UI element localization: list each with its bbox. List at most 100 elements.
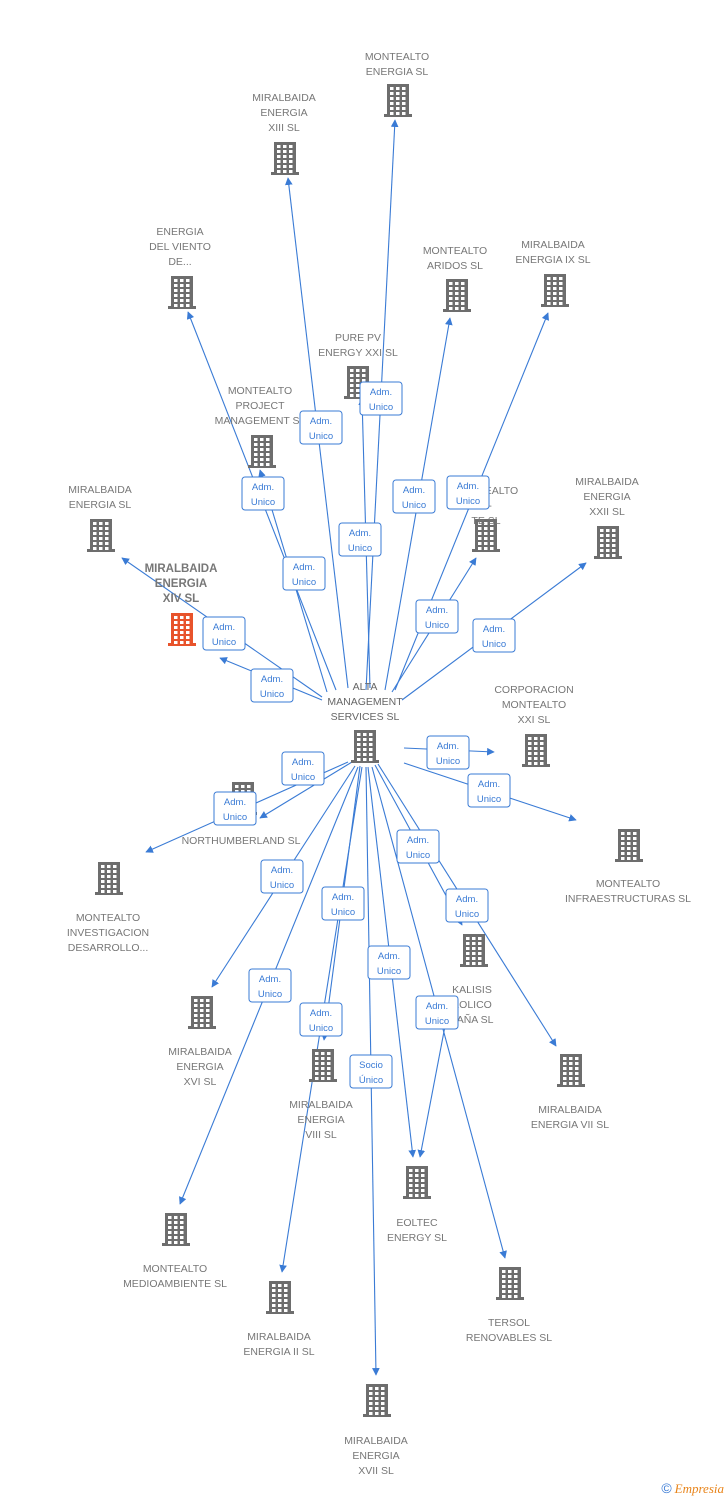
role-label-box[interactable]: Adm.Unico xyxy=(241,476,285,511)
role-type-text: Adm. xyxy=(437,741,459,752)
building-icon-miralbaida-ii[interactable] xyxy=(266,1281,294,1314)
role-label-box[interactable]: Adm.Unico xyxy=(213,791,257,826)
role-scope-text: Unico xyxy=(260,689,284,700)
role-type-text: Adm. xyxy=(261,674,283,685)
role-type-text: Adm. xyxy=(403,485,425,496)
building-icon-montealto-infra[interactable] xyxy=(615,829,643,862)
building-icon-montealto-hidden[interactable] xyxy=(472,519,500,552)
role-label-box[interactable]: Adm. Unico xyxy=(467,773,511,808)
brand-name: Empresia xyxy=(674,1481,724,1496)
role-label-box[interactable]: Adm.Unico xyxy=(445,888,489,923)
role-label-box[interactable]: Adm.Unico xyxy=(260,859,304,894)
role-type-text: Adm. xyxy=(478,779,500,790)
building-icon-montealto-energia[interactable] xyxy=(384,84,412,117)
role-type-text: Adm. xyxy=(213,622,235,633)
role-type-text: Adm. xyxy=(259,974,281,985)
footer-brand[interactable]: ©Empresia xyxy=(661,1480,724,1497)
role-scope-text: Unico xyxy=(331,907,355,918)
role-label-box[interactable]: Adm.Unico xyxy=(415,995,459,1030)
node-label-northumberland: NORTHUMBERLAND SL xyxy=(182,835,301,847)
role-type-text: Adm. xyxy=(349,528,371,539)
building-icon-kalisis[interactable] xyxy=(460,934,488,967)
role-scope-text: Unico xyxy=(482,639,506,650)
building-icon-miralbaida-energia[interactable] xyxy=(87,519,115,552)
role-type-text: Adm. xyxy=(224,797,246,808)
role-type-text: Socio xyxy=(359,1060,383,1071)
role-label-box[interactable]: Adm.Unico xyxy=(321,886,365,921)
role-label-box[interactable]: Adm. Unico xyxy=(396,829,440,864)
center-building-icon[interactable] xyxy=(351,730,379,763)
role-label-box[interactable]: Adm.Unico xyxy=(367,945,411,980)
building-icon-miralbaida-vii[interactable] xyxy=(557,1054,585,1087)
role-scope-text: Unico xyxy=(406,850,430,861)
role-label-box[interactable]: Adm.Unico xyxy=(472,618,516,653)
role-scope-text: Unico xyxy=(291,772,315,783)
building-icon-tersol[interactable] xyxy=(496,1267,524,1300)
role-label-box[interactable]: Adm. Unico xyxy=(299,1002,343,1037)
building-icon-miralbaida-viii[interactable] xyxy=(309,1049,337,1082)
building-icon-miralbaida-xiii[interactable] xyxy=(271,142,299,175)
role-scope-text: Unico xyxy=(270,880,294,891)
role-scope-text: Unico xyxy=(402,500,426,511)
building-icon-montealto-investigacion[interactable] xyxy=(95,862,123,895)
role-type-text: Adm. xyxy=(407,835,429,846)
role-scope-text: Unico xyxy=(292,577,316,588)
role-scope-text: Unico xyxy=(369,402,393,413)
edge-northumberland xyxy=(259,761,353,819)
building-icon-miralbaida-xvi[interactable] xyxy=(188,996,216,1029)
role-type-text: Adm. xyxy=(370,387,392,398)
role-label-box[interactable]: Adm. Unico xyxy=(202,616,246,651)
role-type-text: Adm. xyxy=(310,416,332,427)
building-icon-montealto-project[interactable] xyxy=(248,435,276,468)
building-icon-eoltec[interactable] xyxy=(403,1166,431,1199)
role-labels-layer: Adm.UnicoAdm.UnicoAdm.UnicoAdm.UnicoAdm.… xyxy=(202,381,516,1089)
building-icon-corporacion[interactable] xyxy=(522,734,550,767)
role-label-box[interactable]: Adm. Unico xyxy=(359,381,403,416)
role-label-box[interactable]: Adm.Unico xyxy=(281,751,325,786)
role-label-box[interactable]: Adm.Unico xyxy=(338,522,382,557)
building-icon-miralbaida-ix[interactable] xyxy=(541,274,569,307)
role-label-box[interactable]: Adm.Unico xyxy=(415,599,459,634)
role-type-text: Adm. xyxy=(293,562,315,573)
role-scope-text: Unico xyxy=(456,496,480,507)
role-scope-text: Unico xyxy=(212,637,236,648)
building-icon-miralbaida-xvii[interactable] xyxy=(363,1384,391,1417)
role-scope-text: Unico xyxy=(425,1016,449,1027)
role-label-box[interactable]: Adm. Unico xyxy=(392,479,436,514)
building-icon-miralbaida-xxii[interactable] xyxy=(594,526,622,559)
role-label-box[interactable]: Adm. Unico xyxy=(250,668,294,703)
role-type-text: Adm. xyxy=(310,1008,332,1019)
role-scope-text: Unico xyxy=(309,1023,333,1034)
role-scope-text: Unico xyxy=(377,966,401,977)
role-label-box[interactable]: Adm.Unico xyxy=(299,410,343,445)
building-icon-montealto-medio[interactable] xyxy=(162,1213,190,1246)
building-icon-miralbaida-xiv[interactable] xyxy=(168,613,196,646)
role-scope-text: Unico xyxy=(477,794,501,805)
role-type-text: Adm. xyxy=(456,894,478,905)
building-icon-energia-viento[interactable] xyxy=(168,276,196,309)
role-label-box[interactable]: Adm. Unico xyxy=(426,735,470,770)
role-scope-text: Unico xyxy=(436,756,460,767)
building-icon-montealto-aridos[interactable] xyxy=(443,279,471,312)
role-label-box[interactable]: Adm.Unico xyxy=(248,968,292,1003)
role-label-box[interactable]: Adm.Unico xyxy=(446,475,490,510)
role-scope-text: Unico xyxy=(425,620,449,631)
role-label-box[interactable]: Adm. Unico xyxy=(282,556,326,591)
